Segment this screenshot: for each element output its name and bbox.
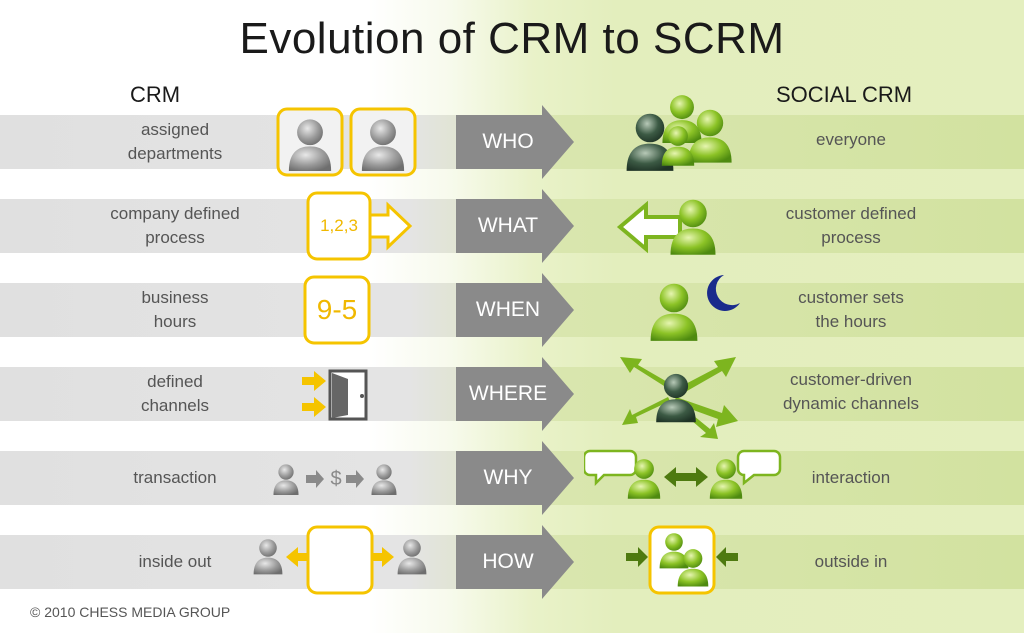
dynamic-channels-icon xyxy=(620,357,738,439)
row-when: business hours 9-5 WHEN customer sets th… xyxy=(0,273,1024,347)
crm-what-text: company defined process xyxy=(110,204,240,247)
scrm-why-text: interaction xyxy=(811,468,891,488)
copyright-footer: © 2010 CHESS MEDIA GROUP xyxy=(30,604,231,620)
how-label: HOW xyxy=(482,550,534,573)
why-label: WHY xyxy=(483,466,533,489)
dollar-sign-icon: $ xyxy=(330,467,342,490)
row-where: defined channels WHERE customer-driven d… xyxy=(0,357,1024,439)
process-steps-text: 1,2,3 xyxy=(320,216,358,235)
why-arrow-icon xyxy=(456,441,574,515)
crm-where-text: defined channels xyxy=(140,372,210,415)
scrm-how-text: outside in xyxy=(814,552,888,572)
outside-in-icon xyxy=(626,525,738,595)
customer-defined-icon xyxy=(616,199,716,255)
interaction-icon xyxy=(584,449,782,499)
row-who: assigned departments WHO everyone xyxy=(0,95,1024,179)
moon-icon xyxy=(707,275,740,311)
where-label: WHERE xyxy=(468,382,548,405)
business-hours-icon: 9-5 xyxy=(303,275,371,345)
page-title: Evolution of CRM to SCRM xyxy=(239,14,785,63)
customer-hours-icon xyxy=(650,275,740,341)
row-how: inside out HOW outside in xyxy=(0,525,1024,599)
transaction-icon: $ xyxy=(270,461,406,497)
crm-why-text: transaction xyxy=(133,468,217,488)
inside-out-icon xyxy=(253,525,427,595)
social-crm-heading: SOCIAL CRM xyxy=(776,82,913,107)
business-hours-text: 9-5 xyxy=(316,294,358,325)
when-label: WHEN xyxy=(475,298,541,321)
who-arrow-icon xyxy=(456,105,574,179)
speech-bubble-icon xyxy=(736,449,782,486)
crm-when-text: business hours xyxy=(141,288,209,331)
scrm-when-text: customer sets the hours xyxy=(798,288,904,331)
where-arrow-icon xyxy=(456,357,574,431)
crm-who-text: assigned departments xyxy=(127,120,223,163)
what-label: WHAT xyxy=(477,214,539,237)
row-why: transaction $ WHY interaction xyxy=(0,441,1024,515)
crm-how-text: inside out xyxy=(138,552,212,572)
how-arrow-icon xyxy=(456,525,574,599)
what-arrow-icon xyxy=(456,189,574,263)
door-channels-icon xyxy=(302,369,368,421)
when-arrow-icon xyxy=(456,273,574,347)
who-label: WHO xyxy=(482,130,534,153)
crm-heading: CRM xyxy=(130,82,181,107)
speech-bubble-icon xyxy=(584,449,638,487)
process-steps-icon: 1,2,3 xyxy=(306,191,416,261)
scrm-where-text: customer-driven dynamic channels xyxy=(782,370,920,413)
row-what: company defined process 1,2,3 WHAT custo… xyxy=(0,189,1024,263)
scrm-what-text: customer defined process xyxy=(785,204,917,247)
assigned-departments-icon xyxy=(276,107,417,177)
scrm-who-text: everyone xyxy=(816,130,886,150)
everyone-group-icon xyxy=(626,95,732,171)
